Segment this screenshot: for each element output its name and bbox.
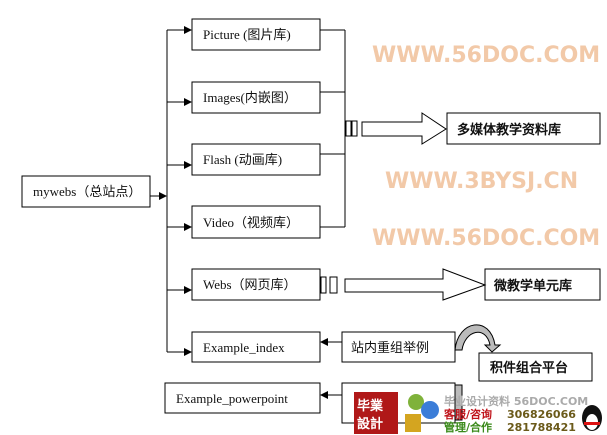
svg-text:Video（视频库）: Video（视频库）: [203, 215, 299, 230]
example-powerpoint: Example_powerpoint: [164, 382, 321, 414]
svg-text:Example_powerpoint: Example_powerpoint: [176, 391, 288, 406]
qq-penguin-icon: [582, 405, 602, 431]
root-node: mywebs（总站点）: [21, 175, 151, 208]
target-multimedia: 多媒体教学资料库: [446, 112, 601, 145]
svg-text:306826066: 306826066: [507, 408, 576, 421]
svg-text:Example_index: Example_index: [203, 340, 285, 355]
footer-logo: 毕業 設計 毕业设计资料 56DOC.COM 客服/咨询 306826066 管…: [354, 392, 602, 434]
child-flash: Flash (动画库): [167, 143, 321, 176]
child-example-index: Example_index: [167, 331, 321, 363]
block-arrow-icon: [344, 268, 487, 301]
svg-text:WWW.56DOC.COM: WWW.56DOC.COM: [372, 43, 600, 68]
child-webs: Webs（网页库）: [167, 268, 321, 301]
svg-text:毕业设计资料 56DOC.COM: 毕业设计资料 56DOC.COM: [444, 394, 588, 408]
bracket: [320, 29, 358, 228]
svg-text:WWW.3BYSJ.CN: WWW.3BYSJ.CN: [385, 169, 578, 194]
curved-arrow-icon: [454, 324, 502, 353]
svg-text:毕業: 毕業: [357, 398, 384, 414]
child-picture: Picture (图片库): [167, 18, 321, 51]
svg-text:站内重组举例: 站内重组举例: [351, 340, 429, 355]
svg-text:Images(内嵌图）: Images(内嵌图）: [203, 90, 297, 105]
svg-text:多媒体教学资料库: 多媒体教学资料库: [457, 122, 561, 138]
svg-text:管理/合作: 管理/合作: [444, 420, 492, 434]
lock-icon: [405, 414, 421, 432]
block-arrow-icon: [361, 112, 447, 145]
child-video: Video（视频库）: [167, 205, 321, 239]
svg-text:Picture (图片库): Picture (图片库): [203, 27, 291, 42]
curved-arrow-icon: [454, 384, 463, 421]
target-platform: 积件组合平台: [478, 352, 593, 382]
svg-text:客服/咨询: 客服/咨询: [443, 407, 492, 421]
svg-text:Webs（网页库）: Webs（网页库）: [203, 277, 297, 292]
svg-text:微教学单元库: 微教学单元库: [493, 278, 572, 294]
child-images: Images(内嵌图）: [167, 81, 321, 114]
svg-text:WWW.56DOC.COM: WWW.56DOC.COM: [372, 226, 600, 251]
reorg-label-box: 站内重组举例: [341, 331, 456, 363]
watermark: WWW.56DOC.COM WWW.3BYSJ.CN WWW.56DOC.COM: [372, 43, 600, 251]
svg-text:281788421: 281788421: [507, 421, 576, 434]
svg-text:Flash (动画库): Flash (动画库): [203, 152, 282, 167]
svg-text:設計: 設計: [357, 416, 383, 432]
target-micro: 微教学单元库: [484, 268, 601, 301]
svg-text:mywebs（总站点）: mywebs（总站点）: [33, 184, 141, 199]
users-icon: [408, 394, 424, 410]
webs-connector: [320, 276, 338, 294]
svg-text:积件组合平台: 积件组合平台: [490, 360, 568, 376]
